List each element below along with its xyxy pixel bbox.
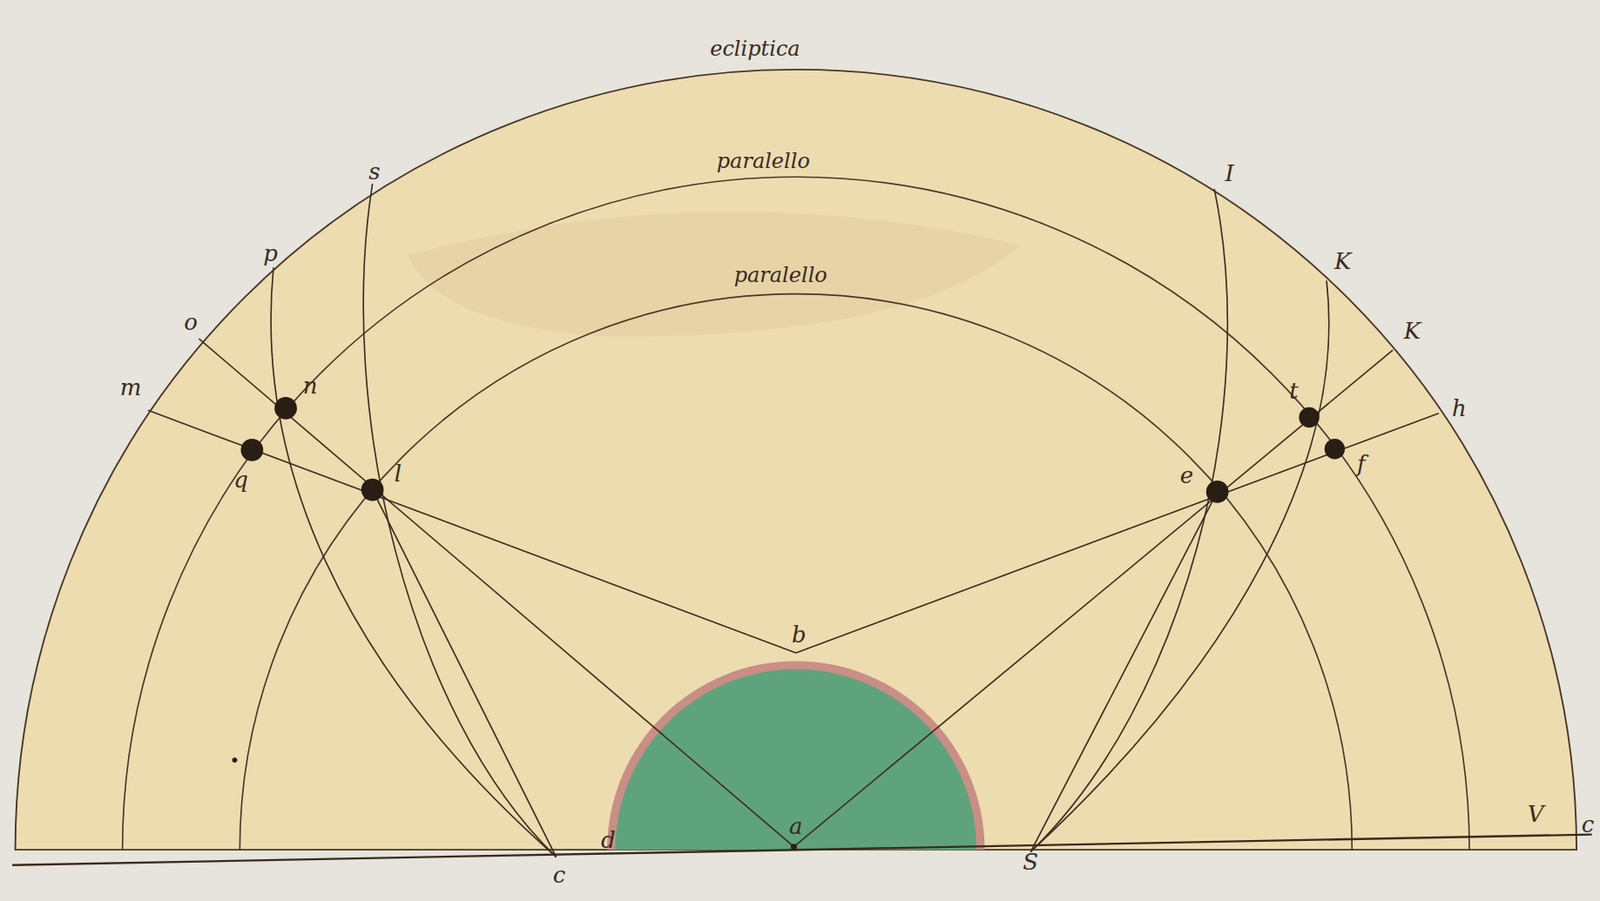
- point-letter: K: [1334, 249, 1351, 273]
- point-letter: p: [263, 242, 278, 265]
- planet-dot: [1206, 480, 1229, 504]
- planet-dot: [240, 438, 264, 462]
- point-letter: c: [1581, 813, 1595, 837]
- point-letter: b: [791, 623, 807, 647]
- point-letter: a: [789, 815, 804, 838]
- sight-line: [796, 413, 1439, 654]
- sight-line: [372, 490, 557, 858]
- circle-arc: [1030, 280, 1329, 852]
- circle-arc: [270, 267, 556, 858]
- paralello-outer: [122, 176, 1470, 851]
- point-letter: S: [1022, 850, 1039, 874]
- planet-dot: [1298, 407, 1319, 428]
- point-letter: s: [368, 160, 380, 183]
- planet-dot: [1324, 438, 1345, 460]
- point-letter: o: [183, 310, 198, 334]
- earth-inner: [614, 669, 977, 851]
- point-letter: m: [120, 376, 142, 399]
- point-letter: c: [553, 864, 567, 887]
- point-letter: K: [1404, 319, 1421, 343]
- circle-name: paralello: [734, 264, 828, 286]
- point-letter: l: [394, 462, 402, 486]
- point-letter: n: [303, 374, 318, 398]
- small-dot: [232, 757, 238, 763]
- point-letter: q: [233, 468, 249, 492]
- stain: [408, 211, 1021, 338]
- sight-line: [1030, 492, 1217, 853]
- planet-dot: [361, 479, 385, 502]
- point-letter: V: [1527, 803, 1545, 826]
- point-letter: e: [1180, 464, 1194, 487]
- circle-name: paralello: [716, 150, 811, 172]
- earth: [607, 661, 985, 851]
- sight-line: [793, 350, 1393, 848]
- planet-dot: [274, 397, 298, 420]
- circle-name: ecliptica: [709, 38, 800, 60]
- small-dot: [790, 843, 797, 851]
- sight-line: [198, 338, 794, 847]
- point-letter: I: [1225, 162, 1235, 185]
- sky-region: [15, 69, 1577, 851]
- point-letter: t: [1289, 379, 1298, 403]
- point-letter: f: [1356, 452, 1366, 476]
- point-letter: h: [1451, 397, 1467, 420]
- paralello-inner: [239, 294, 1352, 851]
- point-letter: d: [600, 829, 616, 852]
- circle-arc: [363, 183, 556, 858]
- sight-line: [148, 410, 797, 654]
